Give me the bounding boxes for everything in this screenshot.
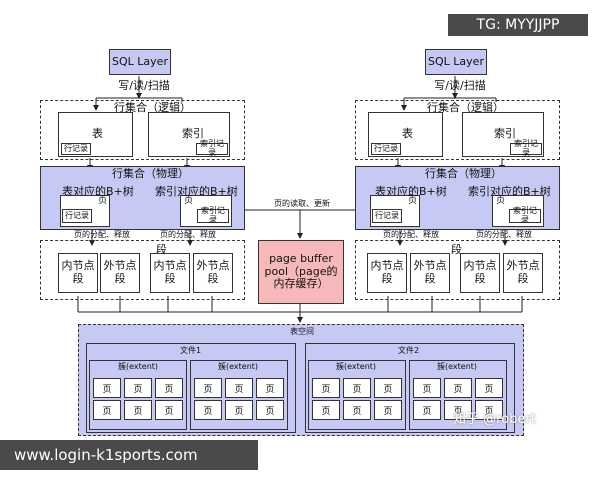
index-record-left-phys: 索引记录 [197, 206, 229, 224]
page-cell: 页 [256, 400, 284, 420]
extent-f2-b [409, 360, 507, 430]
page-cell: 页 [312, 400, 340, 420]
page-cell: 页 [256, 378, 284, 398]
page-alloc-left-a: 页的分配、释放 [74, 230, 130, 239]
index-record-right: 索引记录 [510, 139, 542, 157]
extent-label: 簇(extent) [437, 362, 478, 371]
table-box-right [368, 112, 443, 157]
page-cell: 页 [93, 378, 121, 398]
page-cell: 页 [374, 378, 402, 398]
inner-node-seg-right-a: 内节点段 [367, 253, 407, 293]
index-record-left: 索引记录 [196, 139, 228, 157]
physical-rowset-title-right: 行集合（物理） [425, 167, 502, 180]
page-cell: 页 [343, 378, 371, 398]
page-cell: 页 [374, 400, 402, 420]
index-btree-left: 索引对应的B+树 [155, 180, 238, 199]
logical-rowset-title-left: 行集合（逻辑） [112, 101, 193, 115]
sql-layer-left: SQL Layer [109, 49, 171, 75]
row-record-right: 行记录 [371, 143, 401, 155]
leaf-node-seg-right-b: 外节点段 [503, 253, 543, 293]
sql-layer-label: SQL Layer [428, 54, 484, 68]
leaf-node-seg-right-a: 外节点段 [410, 253, 450, 293]
page-cell: 页 [225, 378, 253, 398]
page-cell: 页 [413, 378, 441, 398]
rw-scan-label: 写/读/扫描 [434, 78, 486, 92]
rw-scan-label: 写/读/扫描 [118, 78, 170, 92]
index-btree-label: 索引对应的B+树 [468, 185, 551, 198]
page-alloc-left-b: 页的分配、释放 [160, 230, 216, 239]
physical-rowset-title-left: 行集合（物理） [112, 167, 189, 180]
inner-node-seg-right-b: 内节点段 [460, 253, 500, 293]
page-label-left-a: 页 [98, 196, 108, 206]
tablespace-label: 表空间 [290, 327, 314, 336]
table-btree-label: 表对应的B+树 [375, 185, 447, 198]
table-label-left: 表 [92, 127, 103, 140]
page-buffer-pool: page buffer pool（page的内存缓存） [258, 240, 344, 304]
page-cell: 页 [312, 378, 340, 398]
page-alloc-right-b: 页的分配、释放 [476, 230, 532, 239]
segment-label-right: 段 [451, 243, 462, 256]
logical-rowset-title-right: 行集合（逻辑） [425, 101, 506, 115]
site-watermark: www.login-k1sports.com [0, 440, 258, 470]
page-cell: 页 [475, 400, 503, 420]
page-label-right-a: 页 [408, 196, 418, 206]
tg-watermark: TG: MYYJJPP [448, 14, 588, 36]
page-io-label: 页的读取、更新 [272, 199, 332, 209]
page-cell: 页 [444, 378, 472, 398]
logical-rowset-left [40, 100, 245, 160]
page-cell: 页 [155, 378, 183, 398]
file2-box [305, 343, 515, 433]
index-label-right: 索引 [494, 127, 516, 140]
extent-f1-a [89, 360, 187, 430]
page-cell: 页 [475, 378, 503, 398]
row-record-left-phys: 行记录 [62, 209, 92, 223]
extent-label: 簇(extent) [218, 362, 259, 371]
extent-label: 簇(extent) [118, 362, 159, 371]
page-cell: 页 [155, 400, 183, 420]
index-btree-label: 索引对应的B+树 [155, 185, 238, 198]
extent-label: 簇(extent) [336, 362, 377, 371]
file2-label: 文件2 [398, 346, 420, 355]
index-label-left: 索引 [182, 127, 204, 140]
page-cell: 页 [194, 400, 222, 420]
page-cell: 页 [343, 400, 371, 420]
index-btree-right: 索引对应的B+树 [468, 180, 551, 199]
logical-rowset-right [355, 100, 560, 160]
page-alloc-right-a: 页的分配、释放 [383, 230, 439, 239]
sql-layer-right: SQL Layer [425, 49, 487, 75]
page-label-left-b: 页 [184, 196, 194, 206]
table-label-right: 表 [402, 127, 413, 140]
rw-scan-right: 写/读/扫描 [430, 79, 490, 93]
segment-label-left: 段 [156, 243, 167, 256]
table-btree-left: 表对应的B+树 [62, 180, 134, 199]
table-btree-right: 表对应的B+树 [375, 180, 447, 199]
page-label-right-b: 页 [496, 196, 506, 206]
page-cell: 页 [124, 400, 152, 420]
row-record-right-phys: 行记录 [372, 209, 402, 223]
segment-group-left [40, 240, 245, 300]
page-cell: 页 [124, 378, 152, 398]
rw-scan-left: 写/读/扫描 [114, 79, 174, 93]
zhihu-watermark: 知乎 @robert [453, 412, 536, 427]
index-record-right-phys: 索引记录 [509, 206, 541, 224]
sql-layer-label: SQL Layer [112, 54, 168, 68]
page-cell: 页 [225, 400, 253, 420]
page-cell: 页 [413, 400, 441, 420]
inner-node-seg-left-b: 内节点段 [150, 253, 190, 293]
row-record-left: 行记录 [61, 143, 91, 155]
table-btree-label: 表对应的B+树 [62, 185, 134, 198]
inner-node-seg-left-a: 内节点段 [58, 253, 98, 293]
segment-group-right [355, 240, 560, 300]
page-cell: 页 [444, 400, 472, 420]
leaf-node-seg-left-b: 外节点段 [193, 253, 233, 293]
page-cell: 页 [93, 400, 121, 420]
page-cell: 页 [194, 378, 222, 398]
extent-f2-a [308, 360, 406, 430]
file1-label: 文件1 [180, 346, 202, 355]
leaf-node-seg-left-a: 外节点段 [100, 253, 140, 293]
extent-f1-b [190, 360, 288, 430]
file1-box [86, 343, 296, 433]
